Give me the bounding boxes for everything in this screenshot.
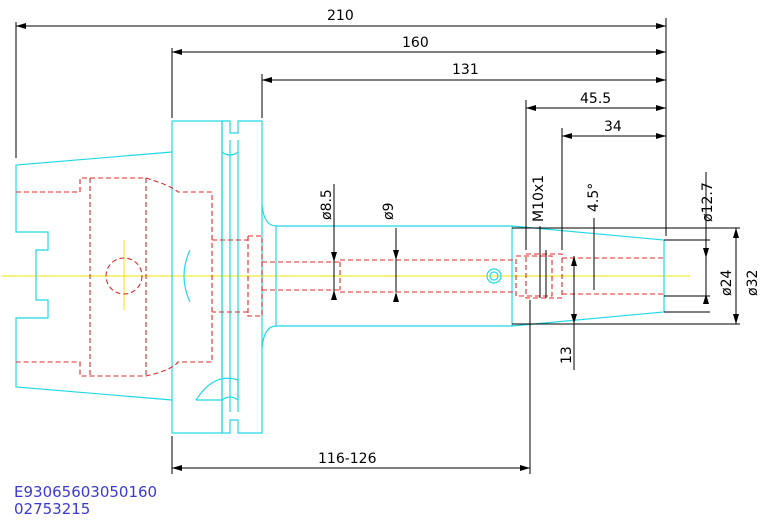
taper-shank-outline — [15, 151, 173, 401]
dim-thread-depth: 13 — [559, 346, 575, 364]
body-outline — [261, 204, 665, 349]
flange-outline — [171, 120, 263, 434]
dimension-lines — [15, 18, 740, 474]
dim-nose-diameter-small: ø12.7 — [700, 182, 716, 222]
dim-gauge-range: 116-126 — [318, 451, 377, 467]
item-number: 02753215 — [14, 500, 90, 518]
dim-nose-diameter-32: ø32 — [745, 270, 761, 296]
dim-overall-length: 210 — [327, 8, 354, 24]
dim-front-length: 45.5 — [580, 91, 611, 107]
dim-nose-diameter-24: ø24 — [719, 270, 735, 296]
dim-taper-angle: 4.5° — [586, 183, 602, 212]
dim-thread: M10x1 — [531, 175, 547, 222]
dim-taper-length: 34 — [604, 119, 622, 135]
dim-body-length: 131 — [452, 62, 479, 78]
part-number: E93065603050160 — [14, 483, 157, 501]
dim-flange-length: 160 — [402, 35, 429, 51]
dim-bore-diameter-2: ø9 — [381, 203, 397, 220]
dim-bore-diameter-1: ø8.5 — [319, 189, 335, 220]
